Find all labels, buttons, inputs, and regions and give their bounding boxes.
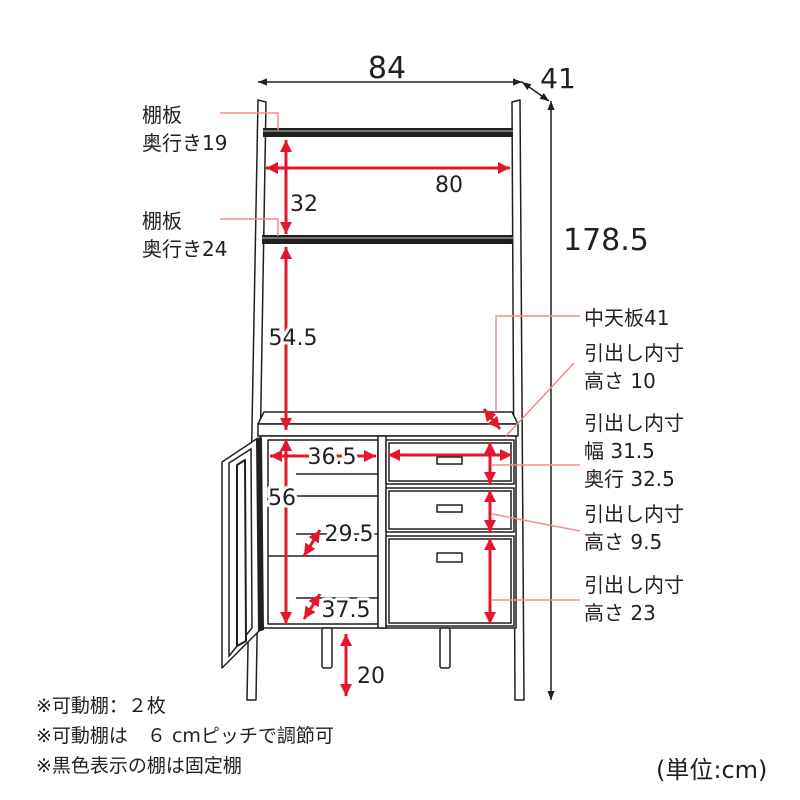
center-divider [377,435,387,629]
leader-second-shelf [220,218,279,236]
depth-value: 41 [540,62,576,95]
height-value: 178.5 [563,223,649,258]
fixed-shelves [262,128,513,244]
drawer-bottom-title: 引出し内寸 [584,573,684,597]
leg-left [321,627,333,669]
arrow-floor-depth [302,593,322,620]
door-inner-frame [228,447,253,659]
mid-top-board-front [257,423,519,437]
drawer-1-inner [388,442,512,482]
arrow-mid-top-depth [482,408,502,430]
shelf-depth-value: 29.5 [325,522,374,547]
shelf-labels: 棚板 奥行き19 棚板 奥行き24 [142,103,227,261]
mid-top-board-surface [257,411,519,425]
inner-width-value: 36.5 [308,445,357,470]
top-shelf-depth: 奥行き19 [142,131,227,155]
width-value: 84 [368,51,406,86]
red-dimension-arrows [266,140,512,696]
drawer-2-inner [388,490,512,530]
drawer-top-height: 高さ 10 [584,369,656,393]
door-edge [256,437,264,632]
note-2: ※可動棚は ６ cmピッチで調節可 [36,725,334,747]
arrow-shelf-depth [302,529,322,557]
leader-mid-top [495,315,580,412]
leg-height-value: 20 [357,664,385,689]
leader-drawer-middle [491,513,581,532]
legs [321,627,451,669]
note-3: ※黒色表示の棚は固定棚 [36,755,242,777]
drawer-size-depth: 奥行 32.5 [584,467,675,491]
second-shelf-label: 棚板 [142,209,182,233]
drawer-top-title: 引出し内寸 [584,341,684,365]
drawer-middle-height: 高さ 9.5 [584,530,662,554]
leg-right [439,627,451,669]
drawer-size-title: 引出し内寸 [584,411,684,435]
top-shelf-label: 棚板 [142,103,182,127]
notes: ※可動棚：２枚 ※可動棚は ６ cmピッチで調節可 ※黒色表示の棚は固定棚 (単… [36,695,767,784]
door-handle [236,459,247,647]
drawer-1-handle [436,456,463,465]
leader-top-shelf [220,112,279,130]
drawer-2-handle [436,504,463,513]
shelf-gap-value: 32 [290,192,318,217]
open-door [221,437,264,669]
cabinet-labels: 中天板41 引出し内寸 高さ 10 引出し内寸 幅 31.5 奥行 32.5 引… [584,306,684,625]
second-shelf-depth: 奥行き24 [142,237,227,261]
shelf-width-value: 80 [435,173,463,198]
drawer-3-inner [388,538,512,624]
dimension-values: 32 80 54.5 36.5 56 29.5 37.5 20 [265,173,463,689]
leader-lines [220,112,581,601]
top-fixed-shelf [263,128,513,137]
floor-depth-value: 37.5 [322,598,371,623]
mid-top-label: 中天板41 [584,306,669,330]
drawer-3-handle [436,552,463,563]
note-1: ※可動棚：２枚 [36,695,166,717]
second-fixed-shelf [262,235,513,244]
drawer-3 [385,535,515,627]
drawer-middle-title: 引出し内寸 [584,502,684,526]
lower-gap-value: 54.5 [269,326,318,351]
drawer-size-width: 幅 31.5 [584,439,655,463]
depth-dimension-line [521,81,550,102]
overall-dimensions: 84 41 178.5 [258,51,649,700]
drawer-bottom-height: 高さ 23 [584,601,656,625]
unit-label: (単位:cm) [656,756,767,784]
leader-drawer-top [505,362,575,437]
inner-height-value: 56 [268,486,296,511]
